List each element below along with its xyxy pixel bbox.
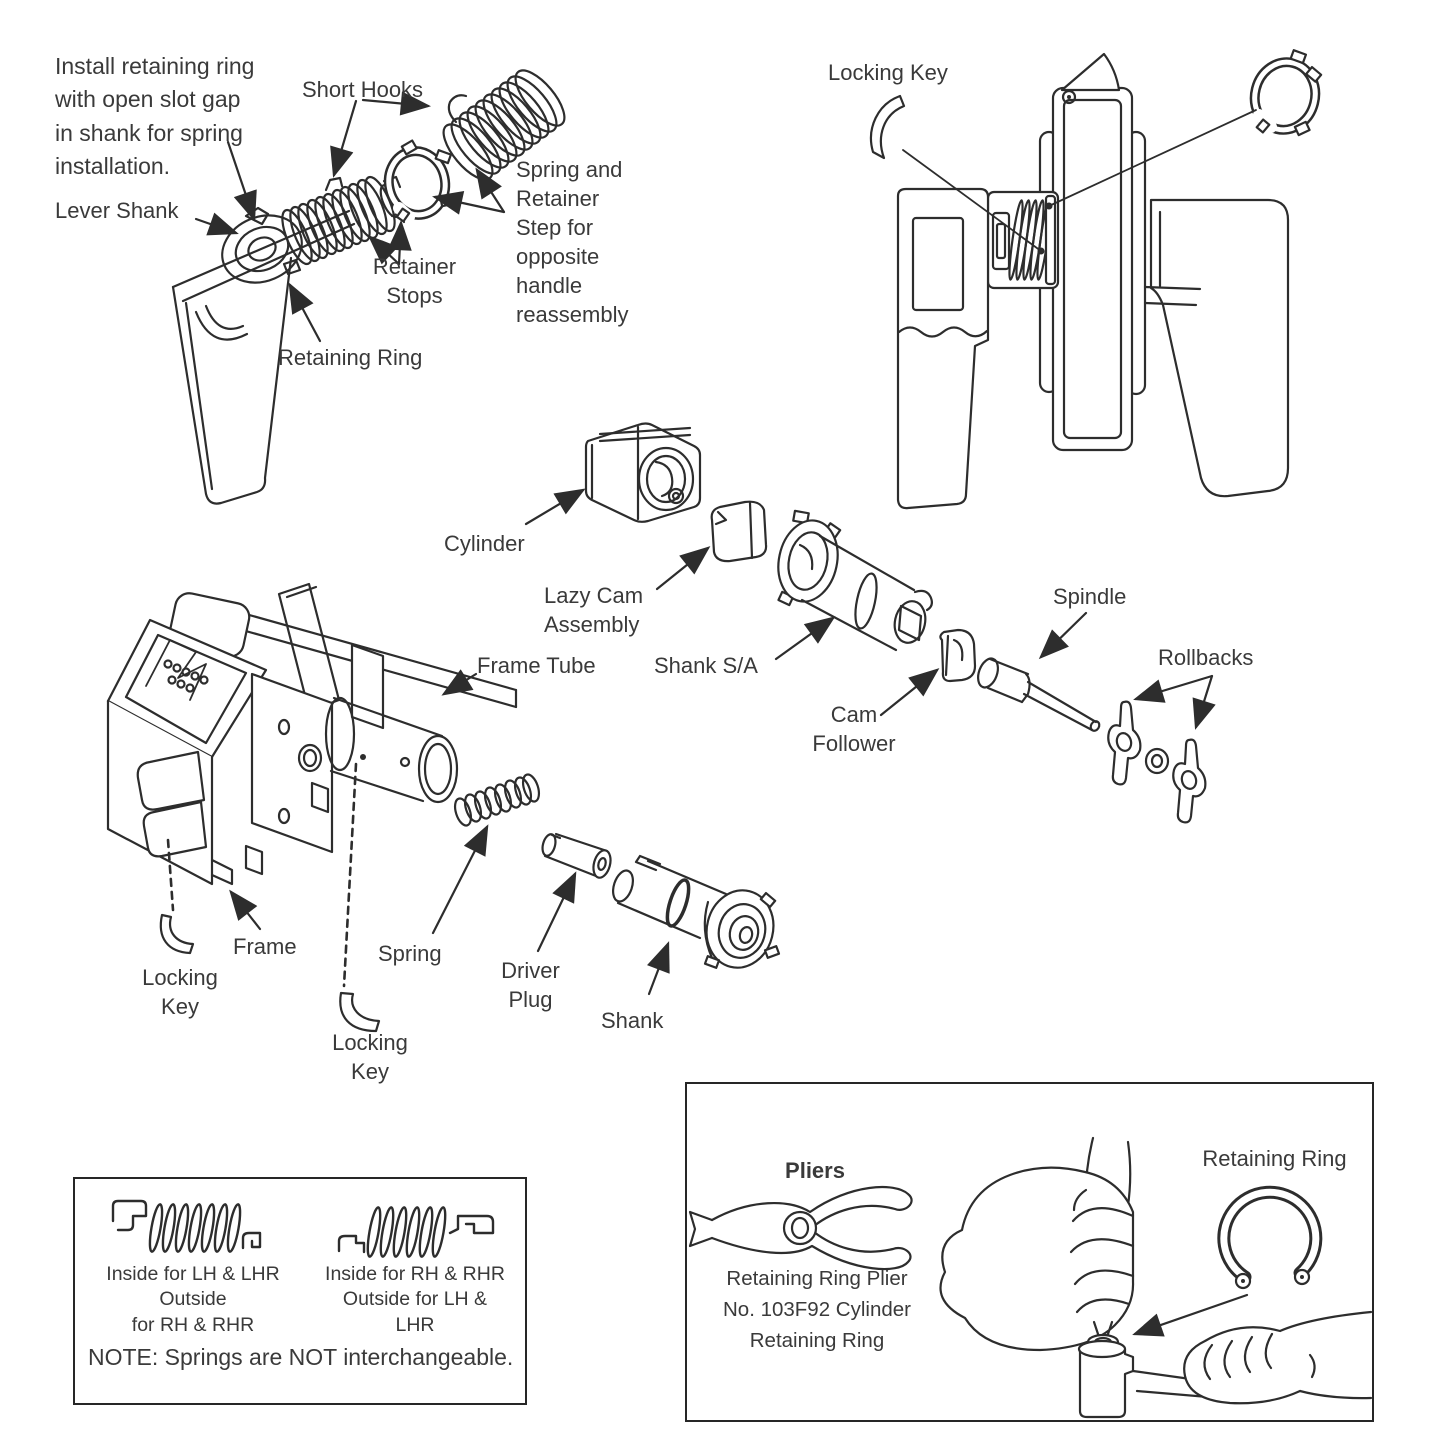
hand-with-lever-drawing — [1131, 1310, 1373, 1405]
exploded-arrows — [229, 488, 1216, 996]
label-locking-key-left: Locking Key — [142, 965, 218, 1020]
rollbacks-drawing — [1107, 700, 1207, 824]
label-short-hooks: Short Hooks — [302, 77, 424, 102]
spring-box-art — [111, 1199, 495, 1258]
retaining-ring-clip-drawing — [1217, 1185, 1323, 1290]
label-rollbacks: Rollbacks — [1158, 645, 1254, 670]
pliers-caption: Retaining Ring Plier No. 103F92 Cylinder… — [722, 1267, 911, 1352]
retaining-ring-arrow — [1132, 1293, 1249, 1337]
spring-part-drawing — [453, 773, 541, 827]
spring-box-right-caption: Inside for RH & RHR Outside for LH & LHR — [325, 1263, 505, 1336]
lever-handle-drawing — [171, 175, 406, 505]
label-locking-key-center: Locking Key — [332, 1030, 408, 1085]
label-spring-retainer-step: Spring and Retainer Step for opposite ha… — [516, 157, 629, 328]
label-spindle: Spindle — [1053, 584, 1127, 609]
pliers-box-art — [688, 1136, 1373, 1419]
label-retaining-ring-pliers-box: Retaining Ring — [1202, 1146, 1347, 1171]
label-lever-shank: Lever Shank — [55, 198, 179, 223]
label-retainer-stops: Retainer Stops — [372, 254, 457, 309]
frame-drawing — [106, 582, 518, 988]
locking-key-left-part — [159, 913, 195, 955]
label-driver-plug: Driver Plug — [501, 958, 560, 1013]
label-lazy-cam: Lazy Cam Assembly — [544, 583, 644, 638]
cylinder-drawing — [584, 422, 702, 523]
label-retaining-ring-tl: Retaining Ring — [278, 345, 423, 370]
label-frame-tube: Frame Tube — [477, 653, 596, 678]
cylinder-in-hand-drawing — [1077, 1339, 1135, 1419]
cam-follower-drawing — [939, 628, 977, 683]
shank-sa-drawing — [777, 509, 933, 652]
top-left-arrows — [194, 91, 506, 343]
pliers-drawing — [688, 1185, 913, 1271]
lever-spring-coil — [281, 175, 396, 266]
lazy-cam-drawing — [710, 500, 768, 563]
retainer-ring-part-drawing — [383, 139, 456, 223]
install-note: Install retaining ring with open slot ga… — [55, 53, 255, 180]
label-locking-key-tr: Locking Key — [828, 60, 948, 85]
spindle-drawing — [977, 657, 1101, 732]
locking-key-center-part — [339, 991, 381, 1033]
label-cylinder: Cylinder — [444, 531, 525, 556]
label-spring: Spring — [378, 941, 442, 966]
label-frame: Frame — [233, 934, 297, 959]
spring-box-left-caption: Inside for LH & LHR Outside for RH & RHR — [106, 1263, 280, 1336]
big-spring-drawing — [442, 69, 566, 181]
spring-box-note: NOTE: Springs are NOT interchangeable. — [88, 1344, 514, 1370]
shank-part-drawing — [612, 854, 781, 969]
locking-key-part — [869, 94, 906, 160]
driver-plug-drawing — [541, 832, 612, 879]
installed-handle-drawing — [869, 49, 1323, 510]
label-shank: Shank — [601, 1008, 664, 1033]
retaining-ring-part-tr — [1249, 49, 1323, 137]
spring-note-box — [73, 1177, 527, 1405]
label-cam-follower: Cam Follower — [812, 702, 896, 757]
pliers-box — [685, 1082, 1374, 1422]
pliers-title: Pliers — [785, 1158, 845, 1183]
label-shank-sa: Shank S/A — [654, 653, 758, 678]
